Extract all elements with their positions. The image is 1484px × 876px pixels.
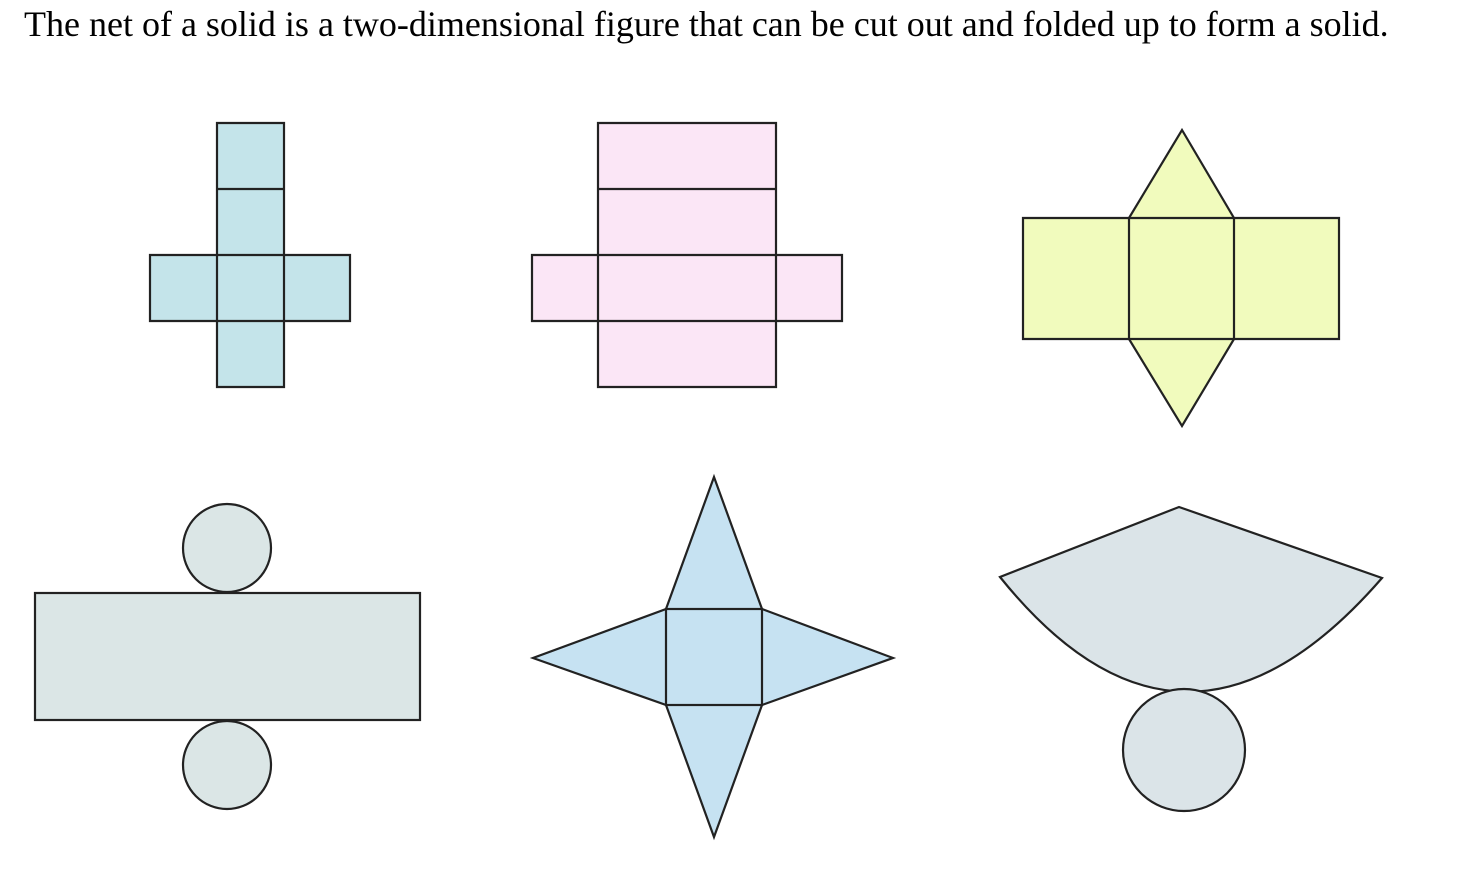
rectangular-prism-net [530, 121, 844, 389]
triangular-prism-net [1021, 127, 1341, 429]
cone-net [998, 505, 1384, 813]
caption-text: The net of a solid is a two-dimensional … [24, 4, 1389, 44]
cone-lateral-sector [998, 505, 1384, 693]
square-pyramid-base-square [664, 607, 764, 707]
square-pyramid-net-outline [529, 473, 897, 841]
cube-net [148, 121, 352, 389]
cone-base-circle [1121, 687, 1247, 813]
cylinder-lateral-rectangle [33, 591, 422, 722]
cylinder-net [33, 502, 422, 811]
triangular-prism-net-outline [1021, 127, 1341, 429]
cylinder-top-circle [181, 502, 273, 594]
square-pyramid-net [529, 473, 897, 841]
cylinder-bottom-circle [181, 719, 273, 811]
